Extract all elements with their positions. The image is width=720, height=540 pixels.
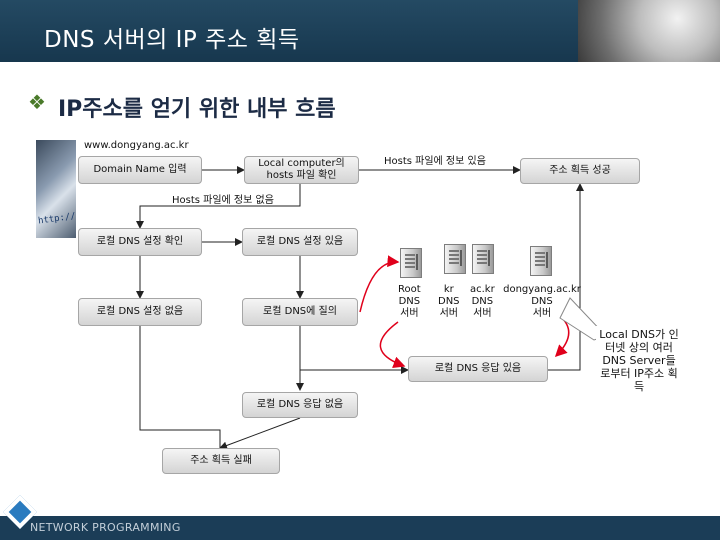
callout-note: Local DNS가 인터넷 상의 여러 DNS Server들로부터 IP주소… [599,328,679,393]
red-arrow-query-to-root [359,255,400,313]
arrow-answer-to-success [548,183,584,371]
domain-input-box: Domain Name 입력 [78,156,202,184]
server-label-bot: 서버 [532,308,552,319]
server-icon [444,244,466,274]
server-label-bot: 서버 [439,308,458,319]
server-label-bot: 서버 [473,308,492,319]
footer-bar [0,516,720,540]
hosts-check-line1: Local computer의 [258,158,345,169]
server-icon [400,248,422,278]
callout-pointer [559,297,607,341]
arrow-query-to-answer [299,326,409,374]
arrow-hosts-to-dns-check [136,184,301,229]
hosts-not-found-label: Hosts 파일에 정보 없음 [172,195,274,206]
hosts-check-line2: hosts 파일 확인 [266,170,337,181]
server-label-top: dongyang.ac.kr [503,284,581,295]
line-notset-to-fail [139,326,221,448]
header-bar: DNS 서버의 IP 주소 획득 [0,0,720,62]
success-box: 주소 획득 성공 [520,158,640,184]
server-label-dongyang: dongyang.ac.kr DNS 서버 [500,284,584,320]
server-label-mid: DNS [398,296,421,307]
dns-set-box: 로컬 DNS 설정 있음 [242,228,358,256]
server-icon [530,246,552,276]
dns-query-box: 로컬 DNS에 질의 [242,298,358,326]
header-decoration-image [578,0,720,62]
dns-answer-box: 로컬 DNS 응답 있음 [408,356,548,382]
server-label-top: Root [398,284,421,295]
red-arrow-root-to-answer [379,321,406,369]
dns-no-answer-box: 로컬 DNS 응답 없음 [242,392,358,418]
server-label-bot: 서버 [400,308,419,319]
arrow-noanswer-to-fail [219,417,301,450]
server-label-ackr: ac.kr DNS 서버 [470,284,495,320]
fail-box: 주소 획득 실패 [162,448,280,474]
red-arrow-servers-to-answer [554,317,570,358]
server-label-top: kr [443,284,454,295]
footer-text: NETWORK PROGRAMMING [30,521,181,534]
slide-subtitle: IP주소를 얻기 위한 내부 흐름 [58,97,336,122]
server-label-kr: kr DNS 서버 [438,284,460,320]
page-title: DNS 서버의 IP 주소 획득 [44,27,300,53]
server-icon [472,244,494,274]
callout-body [596,326,684,422]
hosts-found-label: Hosts 파일에 정보 있음 [384,156,486,167]
server-label-root: Root DNS 서버 [398,284,421,320]
dns-check-box: 로컬 DNS 설정 확인 [78,228,202,256]
diamond-bullet-icon: ❖ [28,90,46,114]
server-label-mid: DNS [531,296,553,307]
server-label-mid: DNS [438,296,460,307]
url-label: www.dongyang.ac.kr [84,140,189,151]
browser-photo: http:// [36,140,76,238]
server-label-mid: DNS [471,296,494,307]
hosts-check-box: Local computer의 hosts 파일 확인 [244,156,359,184]
dns-not-set-box: 로컬 DNS 설정 없음 [78,298,202,326]
server-label-top: ac.kr [470,284,495,295]
